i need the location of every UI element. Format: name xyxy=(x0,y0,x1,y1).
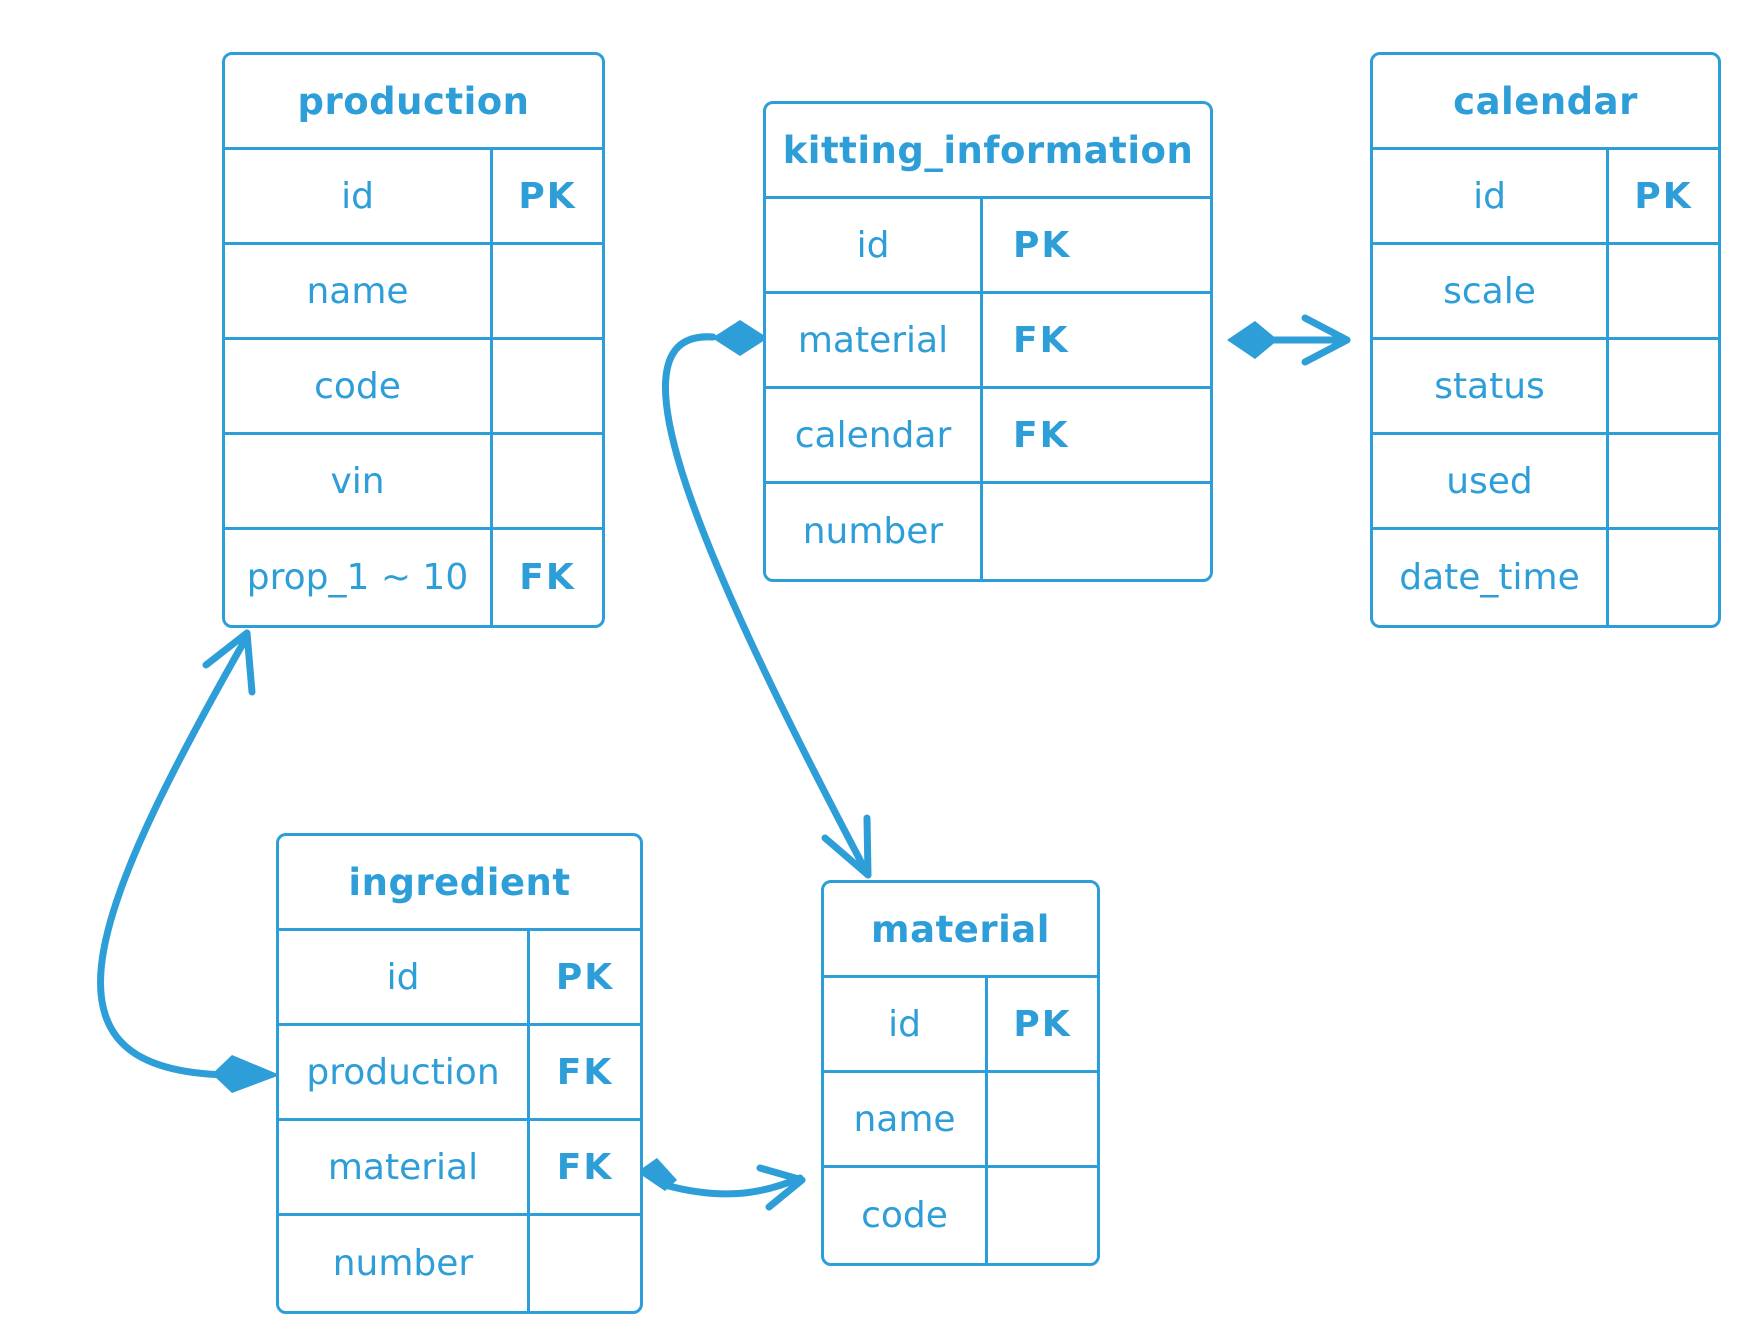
table-title: kitting_information xyxy=(766,104,1210,199)
table-row: vin xyxy=(225,435,602,530)
field-name: name xyxy=(225,245,493,337)
key-badge: FK xyxy=(556,1146,614,1188)
field-name: production xyxy=(279,1026,530,1118)
table-title: production xyxy=(225,55,602,150)
field-name: name xyxy=(824,1073,988,1165)
relation-line xyxy=(661,1174,804,1198)
table-row: production FK xyxy=(279,1026,640,1121)
field-name: id xyxy=(225,150,493,242)
table-material[interactable]: material id PK name code xyxy=(821,880,1100,1266)
table-row: date_time xyxy=(1373,530,1718,625)
table-row: id PK xyxy=(225,150,602,245)
key-badge xyxy=(1609,340,1718,432)
field-name: date_time xyxy=(1373,530,1609,625)
table-row: number xyxy=(279,1216,640,1311)
field-name: material xyxy=(766,294,983,386)
key-badge: PK xyxy=(1634,175,1693,217)
table-row: id PK xyxy=(824,978,1097,1073)
table-row: material FK xyxy=(279,1121,640,1216)
key-badge xyxy=(493,245,602,337)
key-badge: FK xyxy=(1013,414,1070,456)
table-row: id PK xyxy=(1373,150,1718,245)
field-name: vin xyxy=(225,435,493,527)
diamond-marker xyxy=(212,1055,280,1093)
key-badge xyxy=(530,1216,640,1311)
table-production[interactable]: production id PK name code vin prop_1 ~ … xyxy=(222,52,605,628)
relation-kitting-calendar xyxy=(1258,314,1351,366)
table-row: id PK xyxy=(766,199,1210,294)
field-name: material xyxy=(279,1121,530,1213)
field-name: number xyxy=(279,1216,530,1311)
key-badge: PK xyxy=(1013,224,1072,266)
table-row: used xyxy=(1373,435,1718,530)
key-badge: FK xyxy=(556,1051,614,1093)
key-badge: PK xyxy=(555,956,615,998)
field-name: id xyxy=(279,931,530,1023)
field-name: prop_1 ~ 10 xyxy=(225,530,493,625)
table-row: material FK xyxy=(766,294,1210,389)
table-title: calendar xyxy=(1373,55,1718,150)
table-row: number xyxy=(766,484,1210,579)
field-name: id xyxy=(1373,150,1609,242)
key-badge xyxy=(1609,530,1718,625)
table-row: name xyxy=(824,1073,1097,1168)
key-badge: PK xyxy=(1013,1003,1072,1045)
arrowhead-open xyxy=(756,1164,806,1211)
field-name: used xyxy=(1373,435,1609,527)
arrowhead-open xyxy=(1301,314,1351,366)
key-badge xyxy=(493,435,602,527)
table-row: status xyxy=(1373,340,1718,435)
field-name: id xyxy=(766,199,983,291)
key-badge: PK xyxy=(518,175,577,217)
relation-ingredient-production xyxy=(97,629,256,1079)
relation-line xyxy=(97,636,249,1079)
key-badge: FK xyxy=(1013,319,1070,361)
table-row: calendar FK xyxy=(766,389,1210,484)
field-name: code xyxy=(824,1168,988,1263)
key-badge xyxy=(1609,435,1718,527)
field-name: number xyxy=(766,484,983,579)
table-row: name xyxy=(225,245,602,340)
table-kitting-information[interactable]: kitting_information id PK material FK ca… xyxy=(763,101,1213,582)
table-row: scale xyxy=(1373,245,1718,340)
table-title: material xyxy=(824,883,1097,978)
diamond-marker xyxy=(1227,321,1278,359)
field-name: calendar xyxy=(766,389,983,481)
field-name: id xyxy=(824,978,988,1070)
table-row: prop_1 ~ 10 FK xyxy=(225,530,602,625)
field-name: scale xyxy=(1373,245,1609,337)
key-badge xyxy=(983,484,1210,579)
table-row: code xyxy=(225,340,602,435)
field-name: code xyxy=(225,340,493,432)
arrowhead-open xyxy=(821,814,872,879)
arrowhead-open xyxy=(202,629,256,696)
table-row: code xyxy=(824,1168,1097,1263)
relation-ingredient-material xyxy=(661,1164,806,1211)
diamond-marker xyxy=(712,320,768,356)
key-badge xyxy=(493,340,602,432)
key-badge xyxy=(988,1168,1097,1263)
key-badge xyxy=(988,1073,1097,1165)
table-title: ingredient xyxy=(279,836,640,931)
table-row: id PK xyxy=(279,931,640,1026)
key-badge: FK xyxy=(519,557,576,598)
diamond-marker xyxy=(637,1158,677,1191)
table-calendar[interactable]: calendar id PK scale status used date_ti… xyxy=(1370,52,1721,628)
table-ingredient[interactable]: ingredient id PK production FK material … xyxy=(276,833,643,1314)
key-badge xyxy=(1609,245,1718,337)
field-name: status xyxy=(1373,340,1609,432)
